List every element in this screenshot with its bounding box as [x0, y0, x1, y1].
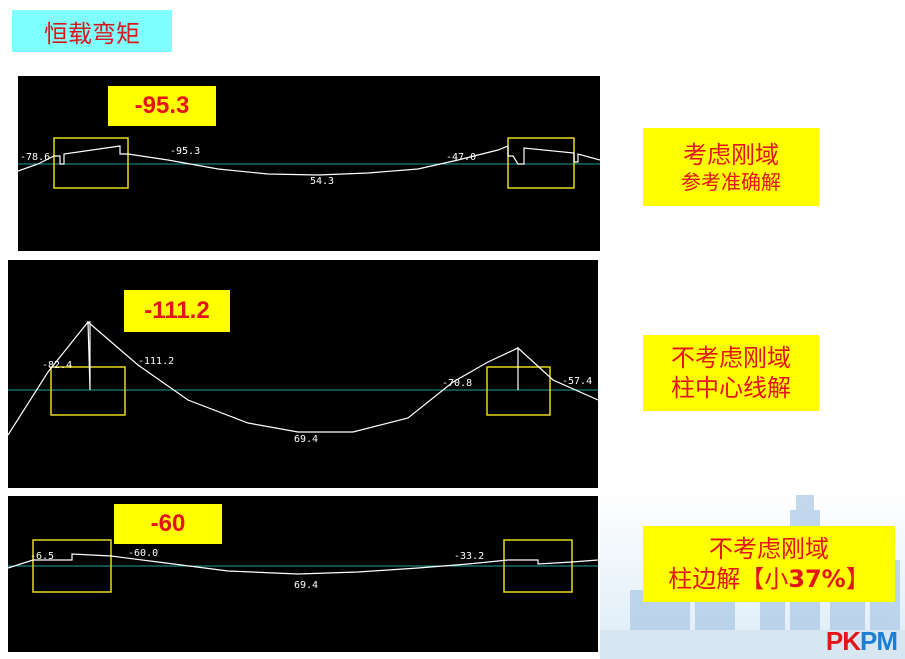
- peak-moment-badge: -111.2: [124, 290, 230, 332]
- moment-label: -57.4: [562, 376, 592, 387]
- page-title: 恒载弯矩: [12, 10, 172, 52]
- moment-diagram-panel-centerline: -82.4 -111.2 69.4 -70.8 -57.4 -111.2: [8, 260, 598, 488]
- moment-label: -78.6: [20, 152, 50, 163]
- column-rigid-zone-right: [507, 137, 575, 189]
- note-line: 不考虑刚域: [709, 535, 829, 563]
- note-line: 不考虑刚域: [671, 344, 791, 372]
- moment-label: 69.4: [294, 434, 318, 445]
- moment-label: -95.3: [170, 146, 200, 157]
- note-text: 柱边解【小: [668, 565, 789, 593]
- column-rigid-zone-left: [53, 137, 129, 189]
- moment-diagram-panel-rigid-zone: -78.6 -95.3 54.3 -47.0 -95.3: [18, 76, 600, 251]
- pkpm-logo: PKPM: [825, 626, 898, 657]
- moment-label: 69.4: [294, 580, 318, 591]
- logo-text: P: [859, 626, 877, 656]
- moment-diagram-panel-column-face: -6.5 -60.0 69.4 -33.2 -60: [8, 496, 598, 652]
- moment-curve: [8, 553, 598, 575]
- peak-moment-badge: -60: [114, 504, 222, 544]
- note-centerline: 不考虑刚域 柱中心线解: [643, 335, 819, 411]
- moment-diagram-2: -82.4 -111.2 69.4 -70.8 -57.4: [8, 320, 598, 445]
- moment-label: -47.0: [446, 152, 476, 163]
- moment-label: -82.4: [42, 360, 72, 371]
- moment-diagram-3: -6.5 -60.0 69.4 -33.2: [8, 539, 598, 593]
- moment-curve: [8, 320, 598, 436]
- moment-label: -33.2: [454, 551, 484, 562]
- column-outline-left: [32, 539, 112, 593]
- peak-moment-badge: -95.3: [108, 86, 216, 126]
- note-line: 柱中心线解: [671, 374, 791, 402]
- moment-label: 54.3: [310, 176, 334, 187]
- note-line: 柱边解【小37%】: [668, 564, 869, 594]
- note-percent: 37%: [788, 565, 846, 593]
- moment-label: -60.0: [128, 548, 158, 559]
- note-line: 考虑刚域: [683, 140, 779, 169]
- note-line: 参考准确解: [681, 169, 781, 194]
- column-outline-left: [50, 366, 126, 416]
- moment-label: -6.5: [30, 551, 54, 562]
- note-text: 】: [845, 565, 870, 593]
- column-outline-right: [503, 539, 573, 593]
- logo-text: M: [876, 626, 898, 656]
- moment-diagram-1: -78.6 -95.3 54.3 -47.0: [18, 137, 600, 189]
- note-column-face: 不考虑刚域 柱边解【小37%】: [643, 526, 895, 602]
- moment-curve: [18, 145, 600, 176]
- logo-text: PK: [825, 626, 861, 656]
- note-rigid-zone: 考虑刚域 参考准确解: [643, 128, 819, 206]
- moment-label: -111.2: [138, 356, 174, 367]
- moment-label: -70.8: [442, 378, 472, 389]
